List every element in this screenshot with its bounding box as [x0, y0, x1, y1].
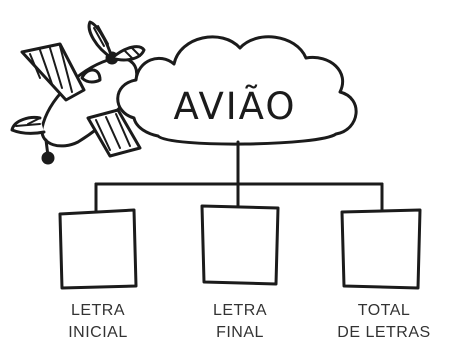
- box-final-letter: [200, 204, 280, 286]
- label-line2: INICIAL: [68, 324, 128, 341]
- connector-lines: [94, 140, 384, 214]
- label-line2: DE LETRAS: [337, 324, 431, 341]
- label-final-letter: LETRA FINAL: [190, 300, 290, 344]
- label-line1: TOTAL: [357, 302, 411, 319]
- central-word: AVIÃO: [173, 85, 297, 128]
- label-line2: FINAL: [216, 324, 264, 341]
- airplane-icon: [10, 20, 146, 165]
- label-total-letters: TOTAL DE LETRAS: [328, 300, 440, 344]
- label-initial-letter: LETRA INICIAL: [48, 300, 148, 344]
- label-line1: LETRA: [70, 302, 126, 319]
- label-line1: LETRA: [212, 302, 268, 319]
- box-initial-letter: [58, 208, 138, 290]
- cloud-shape: [116, 35, 358, 146]
- box-total-letters: [340, 208, 422, 290]
